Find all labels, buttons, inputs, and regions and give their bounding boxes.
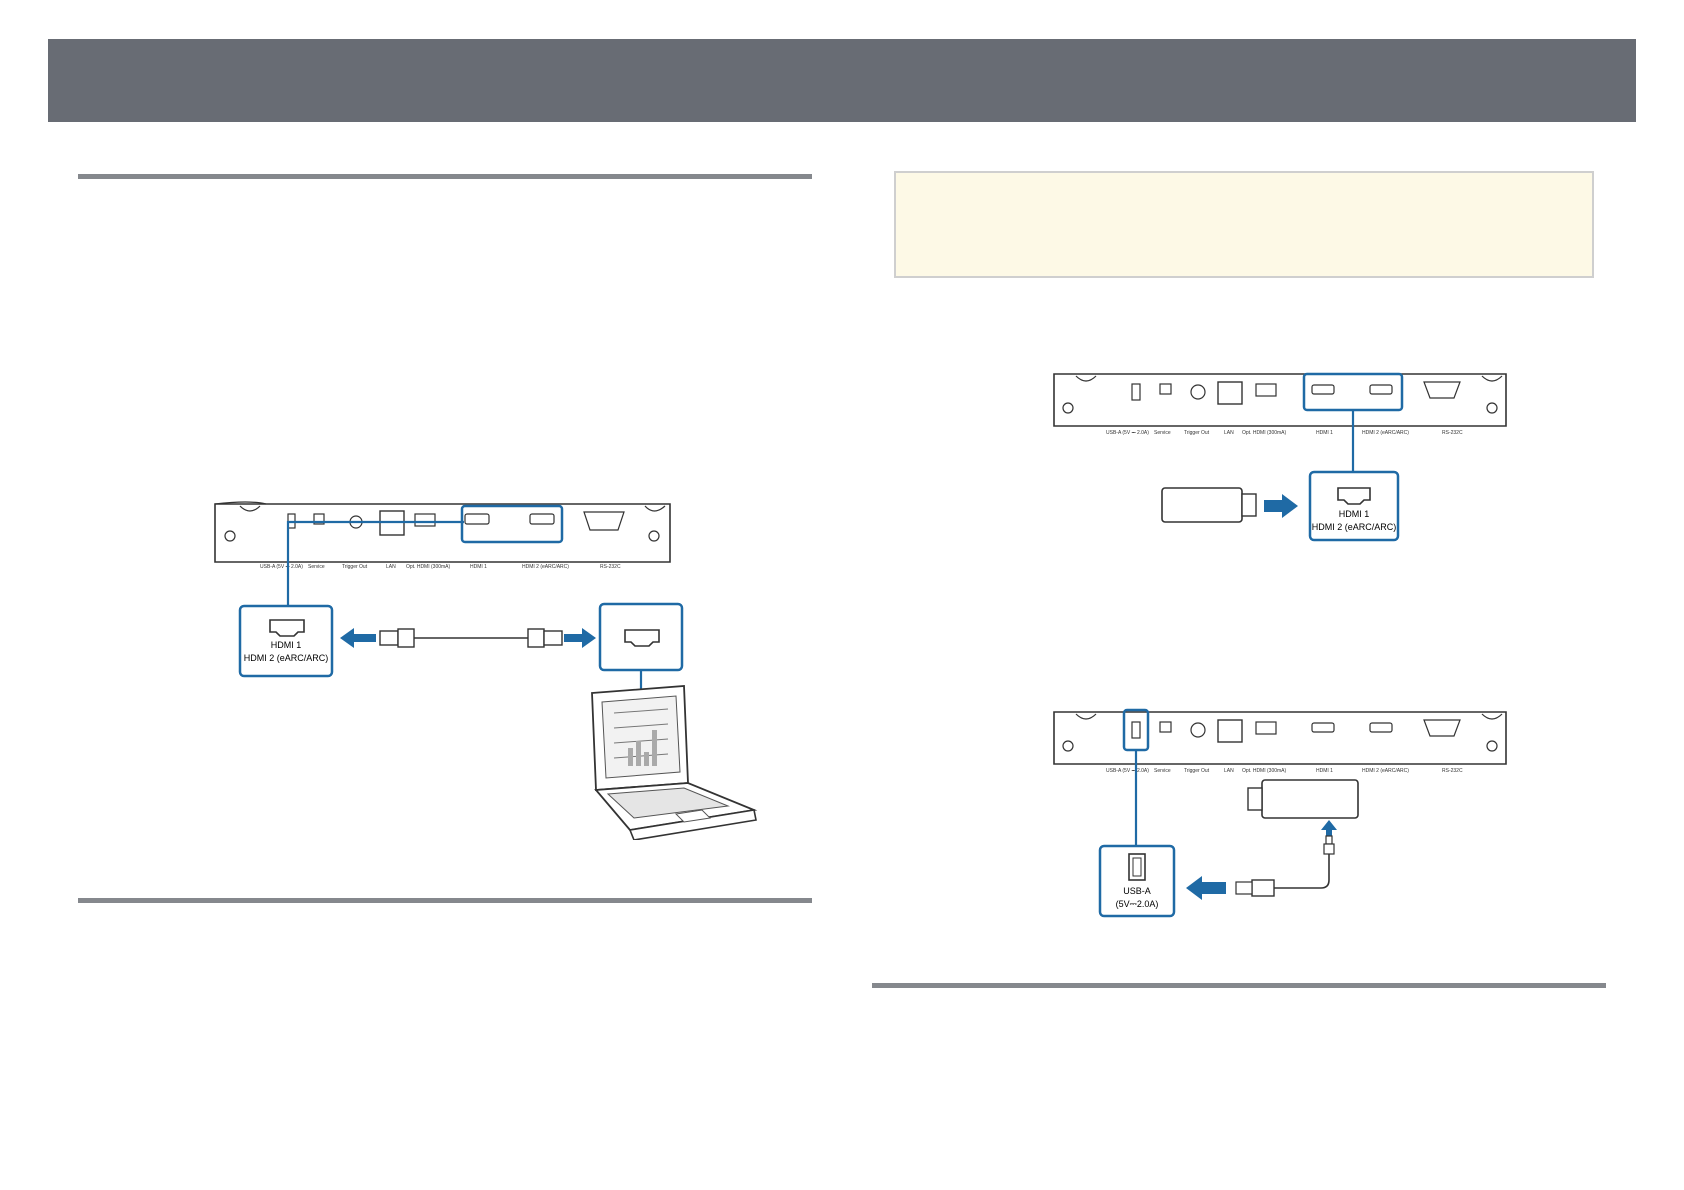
port-label: Opt. HDMI (300mA): [1242, 768, 1287, 774]
port-label: USB-A (5V ⎓ 2.0A): [260, 564, 303, 570]
callout-line2: (5V⎓2.0A): [1116, 899, 1159, 909]
port-label: LAN: [1224, 768, 1234, 774]
callout-line1: HDMI 1: [1339, 509, 1370, 519]
projector-rear-panel: [1053, 373, 1507, 427]
callout-line2: HDMI 2 (eARC/ARC): [1312, 522, 1397, 532]
port-label: Trigger Out: [1184, 430, 1210, 436]
port-label: HDMI 2 (eARC/ARC): [1362, 430, 1409, 436]
port-labels: USB-A (5V ⎓ 2.0A) Service Trigger Out LA…: [1106, 430, 1463, 436]
port-labels: USB-A (5V ⎓ 2.0A) Service Trigger Out LA…: [260, 564, 621, 570]
port-label: HDMI 2 (eARC/ARC): [522, 564, 569, 570]
port-label: HDMI 1: [470, 564, 487, 570]
port-label: Opt. HDMI (300mA): [1242, 430, 1287, 436]
arrow-right-icon: [564, 628, 596, 648]
port-label: HDMI 2 (eARC/ARC): [1362, 768, 1409, 774]
port-label: Service: [1154, 768, 1171, 774]
arrow-left-icon: [340, 628, 376, 648]
note-box: [894, 171, 1594, 278]
port-label: USB-A (5V ⎓ 2.0A): [1106, 430, 1149, 436]
hdmi-cable: [379, 628, 563, 648]
arrow-right-icon: [1264, 494, 1298, 518]
port-labels: USB-A (5V ⎓ 2.0A) Service Trigger Out LA…: [1106, 768, 1463, 774]
section-rule-bottom-right: [872, 983, 1606, 988]
projector-rear-panel: [214, 501, 671, 563]
hdmi-ports-highlight: [460, 504, 564, 544]
port-label: Service: [308, 564, 325, 570]
laptop-connection-figure: USB-A (5V ⎓ 2.0A) Service Trigger Out LA…: [214, 501, 758, 840]
port-label: RS-232C: [1442, 768, 1463, 774]
port-label: LAN: [386, 564, 396, 570]
laptop-icon: [591, 685, 758, 840]
port-label: RS-232C: [1442, 430, 1463, 436]
header-bar: [48, 39, 1636, 122]
usb-port-callout: USB-A (5V⎓2.0A): [1098, 844, 1176, 918]
callout-line1: USB-A: [1123, 886, 1151, 896]
arrow-up-icon: [1321, 820, 1337, 836]
usb-power-figure: USB-A (5V ⎓ 2.0A) Service Trigger Out LA…: [1053, 708, 1507, 918]
port-label: USB-A (5V ⎓ 2.0A): [1106, 768, 1149, 774]
usb-cable: [1235, 835, 1335, 897]
port-label: HDMI 1: [1316, 430, 1333, 436]
port-label: Trigger Out: [342, 564, 368, 570]
projector-rear-panel: [1053, 711, 1507, 765]
streaming-stick-figure: USB-A (5V ⎓ 2.0A) Service Trigger Out LA…: [1053, 372, 1507, 542]
streaming-stick-icon: [1161, 487, 1257, 523]
streaming-stick-icon: [1247, 779, 1359, 819]
port-label: Opt. HDMI (300mA): [406, 564, 451, 570]
hdmi-port-callout: HDMI 1 HDMI 2 (eARC/ARC): [1308, 470, 1400, 542]
port-label: RS-232C: [600, 564, 621, 570]
port-label: Trigger Out: [1184, 768, 1210, 774]
port-label: Service: [1154, 430, 1171, 436]
arrow-left-icon: [1186, 876, 1226, 900]
callout-leader-line: [286, 520, 464, 608]
port-label: HDMI 1: [1316, 768, 1333, 774]
section-rule-bottom-left: [78, 898, 812, 903]
port-label: LAN: [1224, 430, 1234, 436]
section-rule-top-left: [78, 174, 812, 179]
callout-line1: HDMI 1: [271, 640, 302, 650]
laptop-hdmi-callout: [598, 602, 684, 672]
hdmi-port-callout: HDMI 1 HDMI 2 (eARC/ARC): [238, 604, 334, 678]
callout-line2: HDMI 2 (eARC/ARC): [244, 653, 329, 663]
